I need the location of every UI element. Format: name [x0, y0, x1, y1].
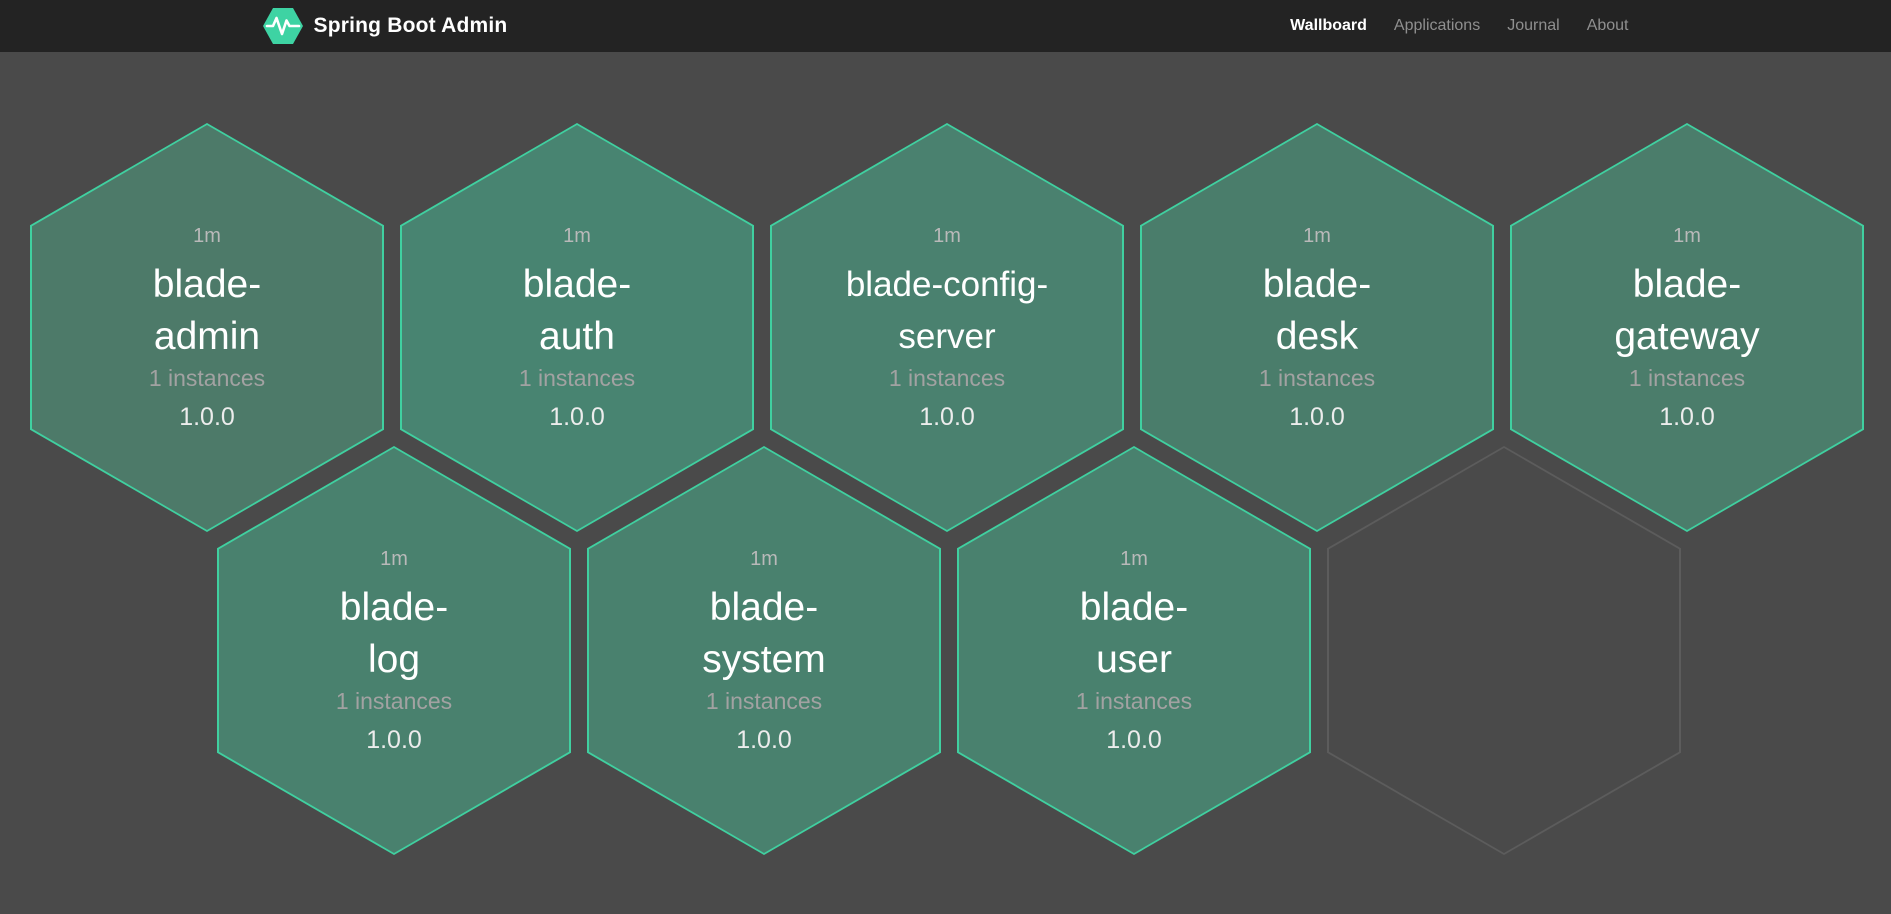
navbar-container: Spring Boot Admin Wallboard Applications…	[262, 0, 1629, 52]
hexagon-fill	[1142, 125, 1492, 530]
hexagon-content: 1m blade-log 1 instances 1.0.0	[217, 446, 571, 855]
app-hexagon-blade-desk[interactable]: 1m blade-desk 1 instances 1.0.0	[1140, 123, 1494, 532]
app-hexagon-blade-auth[interactable]: 1m blade-auth 1 instances 1.0.0	[400, 123, 754, 532]
app-instances: 1 instances	[888, 364, 1006, 391]
app-instances: 1 instances	[518, 364, 636, 391]
app-instances: 1 instances	[335, 687, 453, 714]
app-instances: 1 instances	[1628, 364, 1746, 391]
navbar: Spring Boot Admin Wallboard Applications…	[0, 0, 1891, 52]
app-name: blade-log	[339, 585, 449, 681]
hexagon-fill	[1512, 125, 1862, 530]
app-name: blade-admin	[152, 262, 262, 358]
app-name: blade-gateway	[1614, 262, 1760, 358]
app-hexagon-blade-system[interactable]: 1m blade-system 1 instances 1.0.0	[587, 446, 941, 855]
app-instances: 1 instances	[1258, 364, 1376, 391]
main-nav: Wallboard Applications Journal About	[1290, 17, 1628, 35]
app-uptime: 1m	[1673, 224, 1701, 247]
hexagon-content: 1m blade-auth 1 instances 1.0.0	[400, 123, 754, 532]
app-version: 1.0.0	[1106, 725, 1162, 754]
app-hexagon-blade-gateway[interactable]: 1m blade-gateway 1 instances 1.0.0	[1510, 123, 1864, 532]
app-hexagon-blade-log[interactable]: 1m blade-log 1 instances 1.0.0	[217, 446, 571, 855]
app-version: 1.0.0	[366, 725, 422, 754]
app-name: blade-system	[702, 585, 826, 681]
app-name: blade-config-server	[845, 264, 1049, 356]
nav-item-wallboard[interactable]: Wallboard	[1290, 17, 1367, 34]
brand-title: Spring Boot Admin	[313, 14, 508, 37]
app-uptime: 1m	[380, 547, 408, 570]
hexagon-fill	[32, 125, 382, 530]
hexagon-fill	[219, 448, 569, 853]
app-version: 1.0.0	[549, 402, 605, 431]
nav-item-applications[interactable]: Applications	[1393, 17, 1481, 34]
hexagon-content: 1m blade-gateway 1 instances 1.0.0	[1510, 123, 1864, 532]
app-instances: 1 instances	[148, 364, 266, 391]
hexagon-content: 1m blade-user 1 instances 1.0.0	[957, 446, 1311, 855]
hexagon-content: 1m blade-config-server 1 instances 1.0.0	[770, 123, 1124, 532]
spring-boot-admin-logo-icon	[262, 8, 303, 44]
app-hexagon-blade-admin[interactable]: 1m blade-admin 1 instances 1.0.0	[30, 123, 384, 532]
app-instances: 1 instances	[1075, 687, 1193, 714]
app-name: blade-auth	[522, 262, 632, 358]
hexagon-content: 1m blade-desk 1 instances 1.0.0	[1140, 123, 1494, 532]
app-uptime: 1m	[563, 224, 591, 247]
hexagon-content: 1m blade-admin 1 instances 1.0.0	[30, 123, 384, 532]
app-name: blade-user	[1079, 585, 1189, 681]
app-version: 1.0.0	[919, 402, 975, 431]
app-uptime: 1m	[1303, 224, 1331, 247]
app-version: 1.0.0	[736, 725, 792, 754]
nav-item-journal[interactable]: Journal	[1507, 17, 1560, 34]
app-uptime: 1m	[933, 224, 961, 247]
app-hexagon-blade-user[interactable]: 1m blade-user 1 instances 1.0.0	[957, 446, 1311, 855]
app-name: blade-desk	[1262, 262, 1372, 358]
app-instances: 1 instances	[705, 687, 823, 714]
nav-item-about[interactable]: About	[1586, 17, 1629, 34]
hexagon-content: 1m blade-system 1 instances 1.0.0	[587, 446, 941, 855]
hexagon-fill	[1329, 448, 1679, 853]
app-version: 1.0.0	[1289, 402, 1345, 431]
brand[interactable]: Spring Boot Admin	[262, 8, 508, 44]
app-version: 1.0.0	[179, 402, 235, 431]
app-uptime: 1m	[193, 224, 221, 247]
app-version: 1.0.0	[1659, 402, 1715, 431]
app-hexagon-blade-config-server[interactable]: 1m blade-config-server 1 instances 1.0.0	[770, 123, 1124, 532]
app-uptime: 1m	[750, 547, 778, 570]
app-uptime: 1m	[1120, 547, 1148, 570]
empty-hexagon	[1327, 446, 1681, 855]
